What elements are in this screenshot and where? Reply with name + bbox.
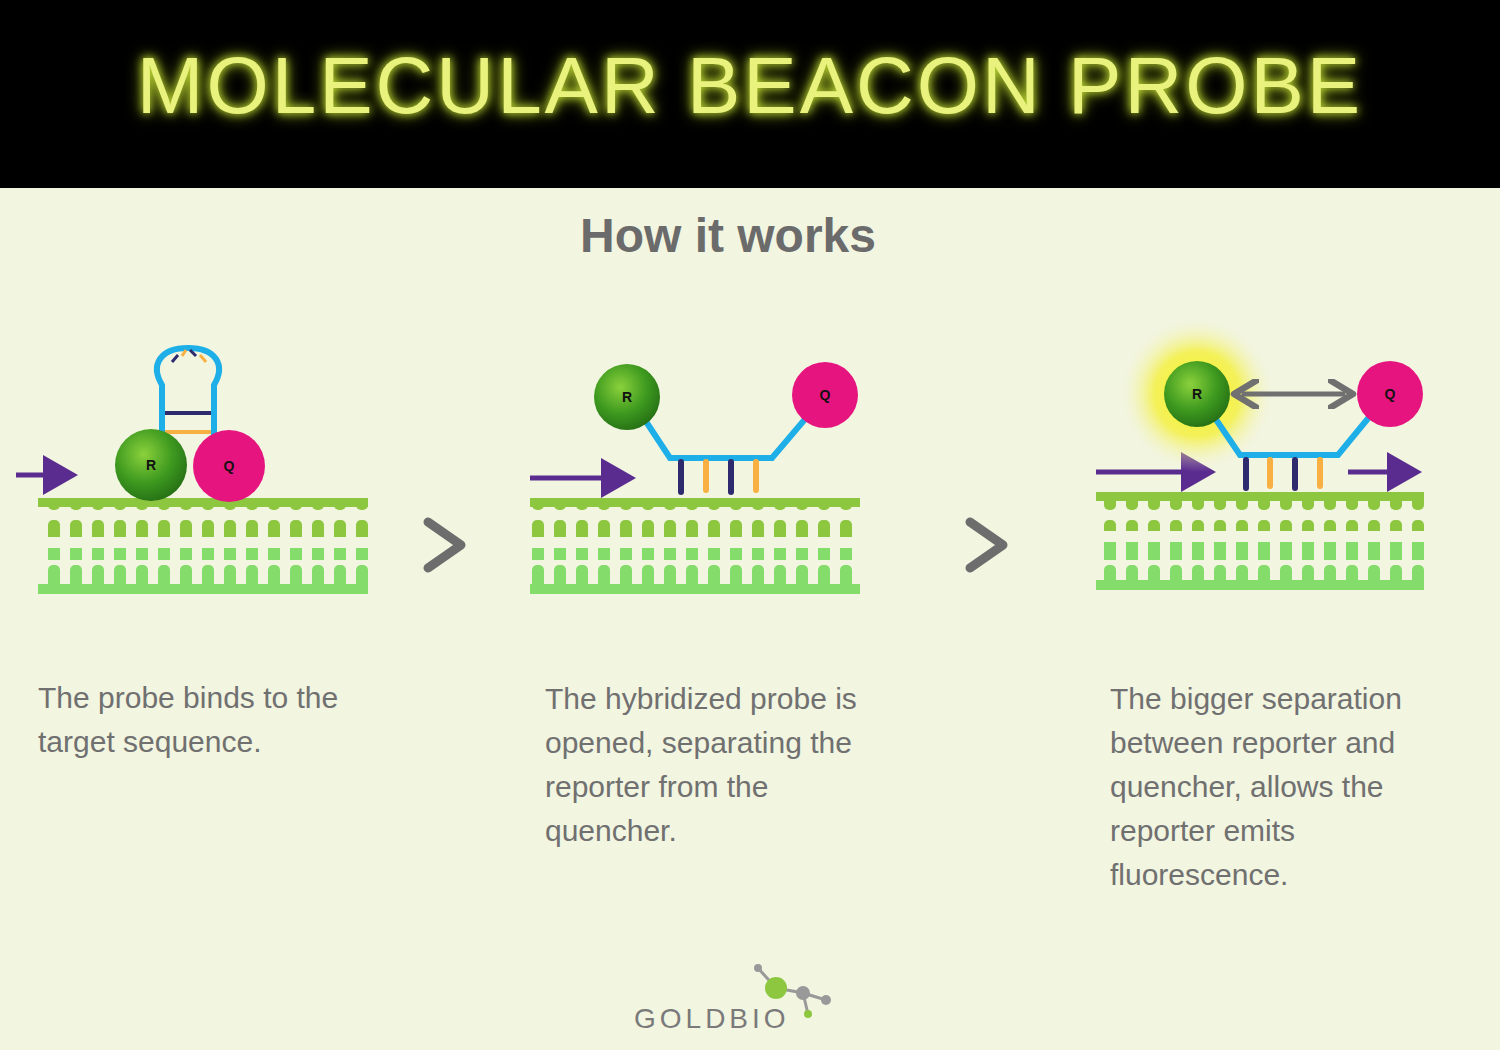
quencher-circle: Q — [1357, 361, 1423, 427]
node-label: Q — [224, 458, 235, 474]
step-chevron — [428, 522, 461, 568]
logo-text: GOLDBIO — [634, 1003, 804, 1035]
dna-duplex — [530, 498, 860, 594]
step-description: The hybridized probe is opened, separati… — [545, 677, 875, 853]
dna-duplex — [38, 498, 368, 594]
primer-arrow — [530, 476, 626, 481]
quencher-circle: Q — [193, 430, 265, 502]
reporter-circle: R — [594, 364, 660, 430]
step-description: The bigger separation between reporter a… — [1110, 677, 1470, 897]
node-label: R — [146, 457, 156, 473]
step-description: The probe binds to the target sequence. — [38, 676, 358, 764]
reporter-circle: R — [1164, 361, 1230, 427]
dna-duplex — [1096, 492, 1424, 590]
title-text: MOLECULAR BEACON PROBE — [0, 40, 1500, 132]
hybridized-probe — [1215, 416, 1370, 488]
hybridized-probe — [645, 418, 806, 492]
node-label: Q — [1385, 386, 1396, 402]
node-label: R — [622, 389, 632, 405]
step-chevron — [970, 522, 1003, 568]
node-label: R — [1192, 386, 1202, 402]
node-label: Q — [820, 387, 831, 403]
reporter-circle: R — [115, 429, 187, 501]
subtitle: How it works — [0, 208, 1456, 263]
separation-arrow — [1244, 392, 1343, 397]
primer-arrow — [16, 473, 68, 478]
quencher-circle: Q — [792, 362, 858, 428]
hairpin-probe — [157, 348, 219, 440]
primer-arrow — [1348, 470, 1412, 475]
